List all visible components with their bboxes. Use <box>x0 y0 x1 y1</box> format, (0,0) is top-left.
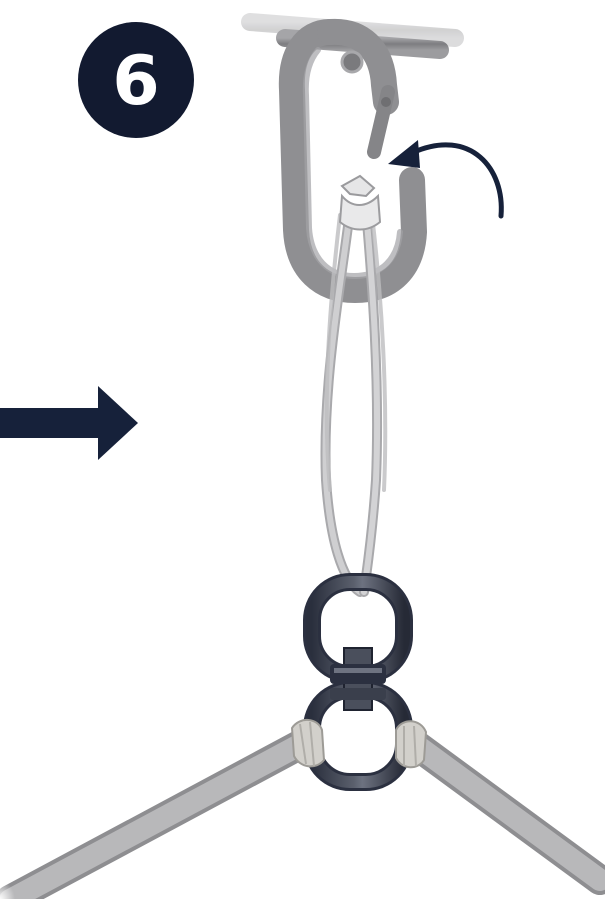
right-arrow-icon <box>0 386 138 460</box>
step-number: 6 <box>112 42 159 121</box>
hammock-cords <box>0 727 605 899</box>
rope-loop <box>320 193 388 597</box>
carabiner <box>278 18 427 303</box>
curved-arrow-icon <box>388 140 504 219</box>
step-number-badge: 6 <box>78 22 194 138</box>
swivel <box>303 573 413 791</box>
cord-knots <box>290 719 428 769</box>
